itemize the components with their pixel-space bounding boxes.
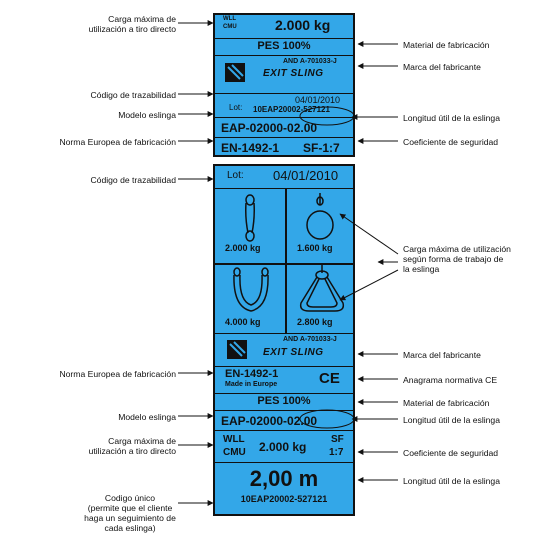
top-model-prefix: EAP-02000- [221,121,288,135]
ann-modelo-2: Modelo eslinga [118,412,176,422]
ann-modelo-1: Modelo eslinga [118,110,176,120]
top-brand: EXIT SLING [263,68,324,79]
cell-3-value: 4.000 kg [225,317,261,327]
ann-norma-1: Norma Europea de fabricación [59,137,176,147]
bottom-sf: SF [331,434,344,445]
brand-logo-icon [225,63,245,82]
top-capacity: 2.000 kg [275,17,331,33]
ann-codigo-unico: Codigo único (permite que el cliente hag… [84,493,176,533]
vertical-loop-icon [245,194,255,242]
cell-1-value: 2.000 kg [225,243,261,253]
top-brand-row: AND A-701033-J EXIT SLING [215,56,353,94]
bottom-brand: EXIT SLING [263,347,324,358]
load-grid: 2.000 kg 1.600 kg 4.000 kg 2.800 kg [215,189,353,334]
ce-mark-icon: CE [319,370,340,387]
ann-carga-directo-2: Carga máxima de utilización a tiro direc… [88,436,176,456]
bottom-lot-date: 04/01/2010 [273,168,339,183]
ann-coeficiente-2: Coeficiente de seguridad [403,448,499,458]
angled-basket-icon [299,265,345,312]
top-cmu: CMU [223,24,237,30]
cell-2-value: 1.600 kg [297,243,333,253]
top-lot-label: Lot: [229,103,243,112]
bottom-capacity-row: WLL CMU 2.000 kg SF 1:7 [215,431,353,463]
ann-carga-forma: Carga máxima de utilización según forma … [403,244,511,274]
top-norm-row: EN-1492-1 SF-1:7 [215,138,353,157]
ann-longitud-2: Longitud útil de la eslinga [403,415,500,425]
bottom-model-prefix: EAP-02000- [221,414,288,428]
ann-longitud-1: Longitud útil de la eslinga [403,113,500,123]
bottom-model-row: EAP-02000-02.00 [215,411,353,431]
bottom-norm: EN-1492-1 [225,368,279,380]
ann-norma-2: Norma Europea de fabricación [59,369,176,379]
bottom-lot-label: Lot: [227,170,244,181]
top-capacity-row: WLL CMU 2.000 kg [215,15,353,39]
top-lot-code: 10EAP20002-527121 [253,105,330,114]
bottom-material: PES 100% [257,395,311,407]
ann-marca-1: Marca del fabricante [403,62,481,72]
ann-longitud-3: Longitud útil de la eslinga [403,476,500,486]
bottom-material-row: PES 100% [215,394,353,411]
ann-anagrama: Anagrama normativa CE [403,375,498,385]
bottom-capacity: 2.000 kg [259,440,307,454]
top-lot-row: Lot: 04/01/2010 10EAP20002-527121 [215,94,353,118]
bottom-code: 10EAP20002-527121 [240,494,328,504]
brand-logo-icon-2 [227,340,247,359]
bottom-brand-row: AND A-701033-J EXIT SLING [215,334,353,367]
ann-material-2: Material de fabricación [403,398,490,408]
choke-hitch-icon [306,193,334,240]
bottom-lot-row: Lot: 04/01/2010 [215,166,353,189]
top-cert: AND A-701033-J [283,58,337,65]
bottom-wll: WLL [223,434,245,445]
bottom-label: Lot: 04/01/2010 2.000 kg 1.600 kg 4.000 … [213,164,355,516]
ann-trazabilidad-1: Código de trazabilidad [90,90,176,100]
bottom-length: 2,00 m [249,466,319,491]
bottom-cmu: CMU [223,447,246,458]
bottom-length-block: 2,00 m 10EAP20002-527121 [215,463,353,514]
ann-trazabilidad-2: Código de trazabilidad [90,175,176,185]
bottom-sf-value: 1:7 [329,447,344,458]
top-wll: WLL [223,16,236,22]
ann-carga-directo-1: Carga máxima de utilización a tiro direc… [88,14,176,34]
top-model-row: EAP-02000-02.00 [215,118,353,138]
top-material: PES 100% [257,40,311,52]
top-lot-date: 04/01/2010 [295,95,341,105]
top-model-length: 02.00 [287,121,318,135]
grid-divider-v [285,189,287,334]
grid-divider-h [215,263,353,265]
top-model: EAP-02000-02.00 [221,121,317,135]
ann-marca-2: Marca del fabricante [403,350,481,360]
cell-4-value: 2.800 kg [297,317,333,327]
ann-coeficiente-1: Coeficiente de seguridad [403,137,499,147]
bottom-norm-row: EN-1492-1 Made in Europe CE [215,367,353,394]
u-basket-icon [233,267,269,312]
top-material-row: PES 100% [215,39,353,56]
grid-bottom-border [215,332,353,334]
ann-material-1: Material de fabricación [403,40,490,50]
bottom-cert: AND A-701033-J [283,336,337,343]
bottom-model: EAP-02000-02.00 [221,414,317,428]
bottom-model-length: 02.00 [287,414,318,428]
top-safety: SF-1:7 [303,141,340,155]
bottom-made-in: Made in Europe [225,381,278,388]
top-label: WLL CMU 2.000 kg PES 100% AND A-701033-J… [213,13,355,157]
top-norm: EN-1492-1 [221,141,280,155]
